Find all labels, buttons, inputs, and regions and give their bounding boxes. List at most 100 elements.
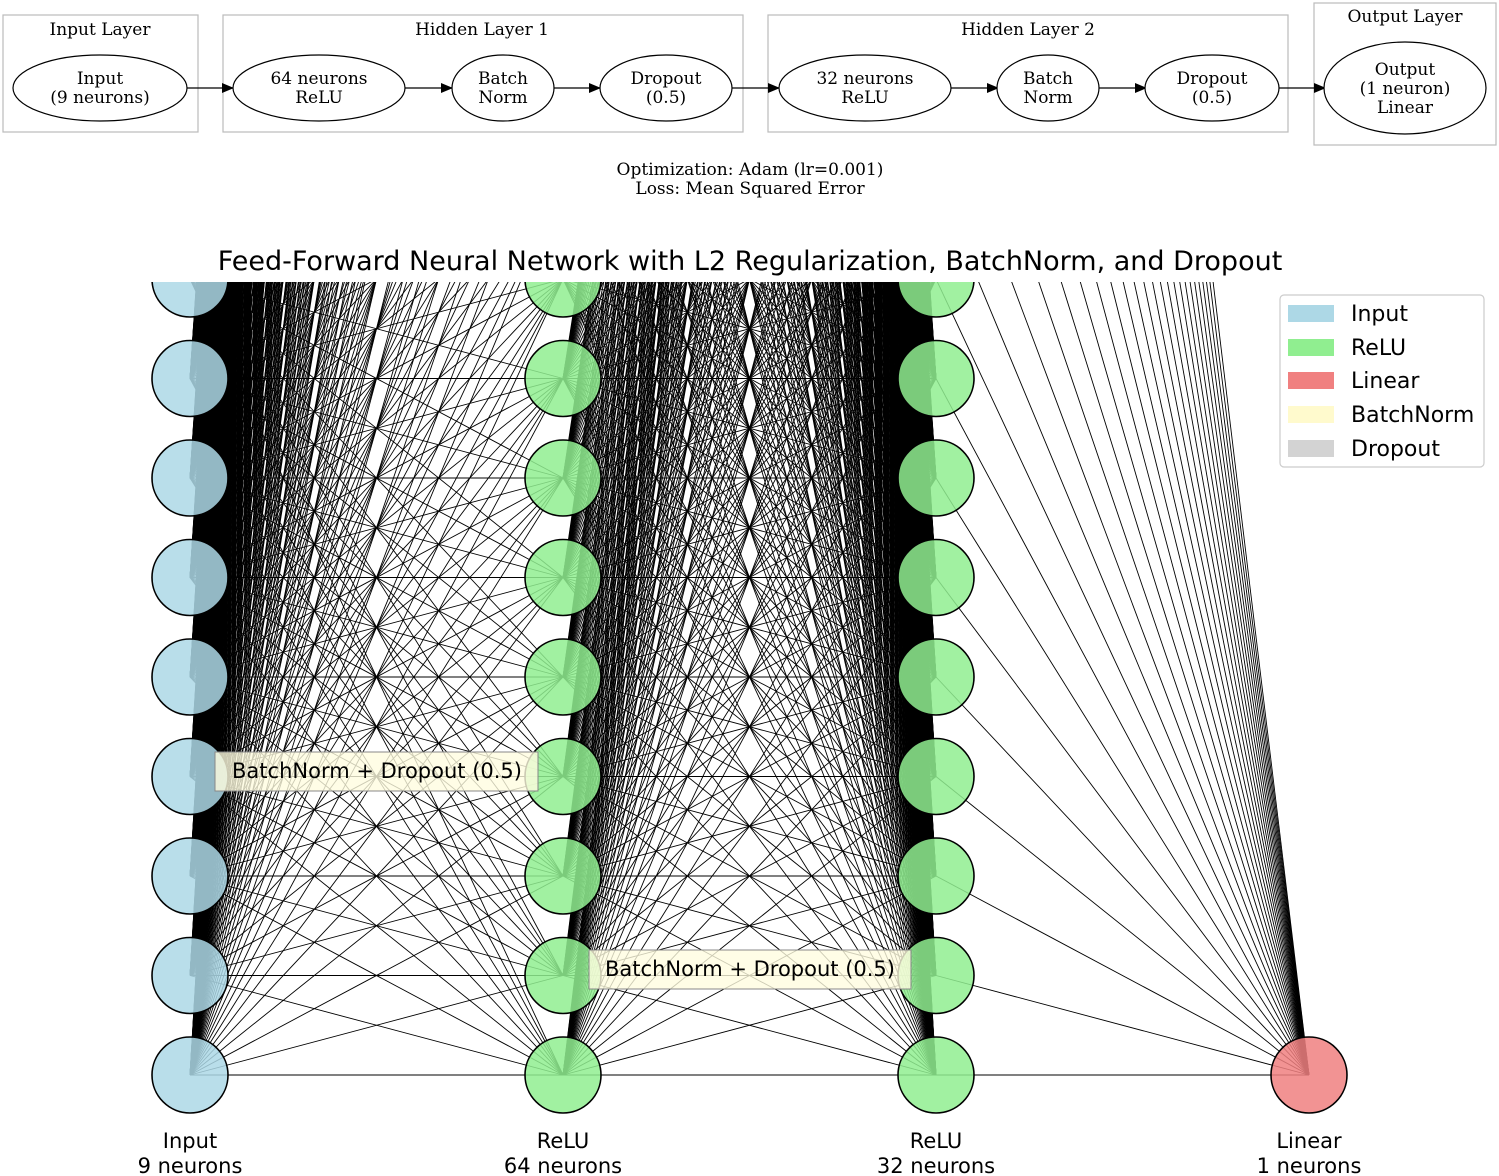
node-text: Output bbox=[1375, 60, 1436, 80]
connection-edge bbox=[190, 0, 563, 279]
cluster-label: Input Layer bbox=[50, 20, 152, 40]
neuron-node bbox=[151, 837, 229, 915]
connection-edge bbox=[190, 0, 563, 279]
connection-edge bbox=[563, 0, 936, 279]
connection-edge bbox=[1133, 282, 1310, 1076]
neurons-output bbox=[1270, 1036, 1348, 1114]
connection-edge bbox=[190, 0, 563, 279]
cluster-label: Hidden Layer 1 bbox=[415, 20, 549, 40]
connection-edge bbox=[190, 0, 563, 279]
connection-edge bbox=[190, 0, 563, 279]
connection-edge bbox=[190, 0, 563, 279]
connection-edge bbox=[852, 282, 937, 1076]
connection-edge bbox=[1060, 282, 1310, 1076]
legend-label: Linear bbox=[1351, 369, 1420, 394]
connection-edge bbox=[737, 282, 937, 1076]
neuron-node bbox=[151, 282, 229, 318]
connection-edge bbox=[563, 0, 936, 279]
edges-layer-1-to-2 bbox=[562, 0, 937, 1076]
connection-edge bbox=[190, 0, 563, 279]
connection-edge bbox=[1079, 282, 1310, 1076]
connection-edge bbox=[563, 0, 936, 279]
node-ellipse bbox=[996, 54, 1100, 122]
connection-edge bbox=[189, 776, 564, 1076]
edges-layer-0-to-1 bbox=[189, 0, 564, 1076]
connection-edge bbox=[562, 676, 937, 1076]
annotation-hidden2: BatchNorm + Dropout (0.5) bbox=[588, 949, 912, 990]
node-text: Dropout bbox=[1177, 69, 1248, 89]
connection-edge bbox=[562, 577, 937, 1076]
connection-edge bbox=[1011, 282, 1310, 1076]
legend-label: ReLU bbox=[1351, 336, 1406, 361]
connection-edge bbox=[1209, 282, 1310, 1076]
cluster-label: Output Layer bbox=[1348, 7, 1464, 27]
node-text: (0.5) bbox=[1192, 88, 1232, 108]
node-text: Batch bbox=[478, 69, 528, 89]
connection-edge bbox=[936, 282, 1310, 1076]
connection-edge bbox=[563, 0, 936, 279]
connection-edge bbox=[190, 0, 563, 279]
connection-edge bbox=[563, 0, 936, 279]
connection-edge bbox=[193, 282, 564, 578]
neuron-node bbox=[525, 142, 601, 218]
connection-edge bbox=[850, 282, 937, 1076]
connection-edge bbox=[563, 0, 936, 279]
connection-edge bbox=[190, 0, 563, 279]
connection-edge bbox=[189, 282, 375, 479]
connection-edge bbox=[190, 0, 563, 279]
neurons-input bbox=[151, 282, 229, 1114]
cluster-box bbox=[2, 14, 199, 133]
node-ellipse bbox=[778, 54, 952, 122]
connection-edge bbox=[1166, 282, 1310, 1076]
neuron-node bbox=[524, 282, 602, 318]
connection-edge bbox=[190, 0, 563, 279]
connection-edge bbox=[563, 0, 936, 279]
connection-edge bbox=[800, 282, 937, 1076]
node-text: 64 neurons bbox=[270, 69, 367, 89]
connection-edge bbox=[1096, 282, 1310, 1076]
connection-edge bbox=[563, 0, 936, 279]
connection-edge bbox=[563, 0, 936, 279]
connection-edge bbox=[867, 282, 937, 1076]
legend-swatch bbox=[1288, 406, 1334, 423]
node-ellipse bbox=[232, 54, 406, 122]
caption-hidden2-type: ReLU bbox=[910, 1129, 963, 1153]
connection-edge bbox=[563, 0, 936, 279]
connection-edge bbox=[1173, 282, 1310, 1076]
legend-item-input: Input bbox=[1288, 302, 1408, 327]
legend-swatch bbox=[1288, 372, 1334, 389]
connection-edge bbox=[563, 0, 936, 279]
connection-edge bbox=[848, 282, 937, 1076]
connection-edge bbox=[190, 0, 563, 279]
layer-captions: Input 9 neurons ReLU 64 neurons ReLU 32 … bbox=[138, 1129, 1362, 1176]
caption-input-size: 9 neurons bbox=[138, 1154, 243, 1176]
connection-edge bbox=[935, 776, 1310, 1076]
legend-item-relu: ReLU bbox=[1288, 336, 1406, 361]
cluster-input-layer: Input Layer bbox=[2, 14, 199, 133]
connection-edge bbox=[190, 0, 563, 279]
connection-edge bbox=[563, 0, 936, 279]
connection-edge bbox=[563, 0, 936, 279]
connection-edge bbox=[563, 0, 936, 279]
neuron-node bbox=[898, 0, 974, 19]
connection-edge bbox=[1038, 282, 1310, 1076]
connection-edge bbox=[1198, 282, 1310, 1076]
cluster-output-layer: Output Layer bbox=[1313, 2, 1497, 146]
flow-node-output: Output (1 neuron) Linear bbox=[1323, 41, 1487, 135]
connection-edge bbox=[1212, 282, 1310, 1076]
connection-edge bbox=[190, 0, 563, 279]
legend-frame bbox=[1279, 294, 1485, 468]
connection-edge bbox=[1143, 282, 1310, 1076]
connection-edge bbox=[189, 282, 312, 379]
connection-edge bbox=[563, 0, 936, 279]
connection-edge bbox=[563, 0, 936, 279]
node-text: ReLU bbox=[295, 88, 343, 108]
connection-edge bbox=[935, 975, 1310, 1076]
neuron-node bbox=[897, 638, 975, 716]
node-text: (0.5) bbox=[646, 88, 686, 108]
connection-edges bbox=[189, 0, 1310, 1076]
plot-title: Feed-Forward Neural Network with L2 Regu… bbox=[218, 246, 1283, 277]
connection-edge bbox=[190, 0, 563, 279]
connection-edge bbox=[190, 0, 563, 279]
